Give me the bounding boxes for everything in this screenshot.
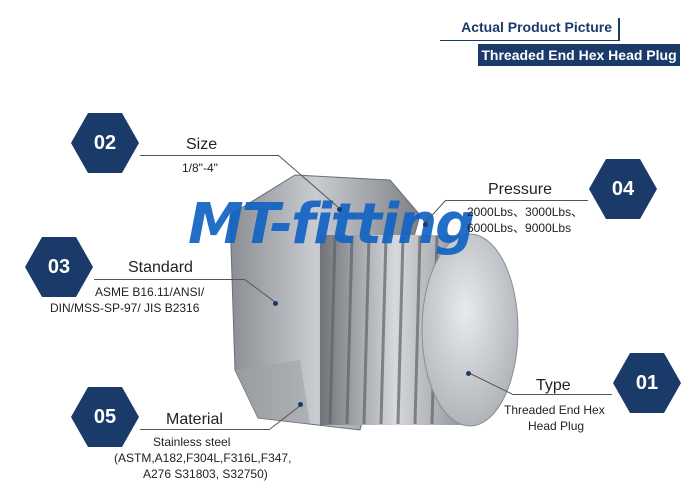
type-line-1: Threaded End Hex <box>504 403 605 417</box>
badge-01-number: 01 <box>635 372 659 394</box>
badge-03 <box>25 237 93 297</box>
leader-dot-standard <box>273 301 278 306</box>
pressure-title: Pressure <box>488 181 553 198</box>
material-line-2: (ASTM,A182,F304L,F316L,F347, <box>114 451 292 465</box>
leader-dot-size <box>337 207 342 212</box>
badge-04 <box>589 159 657 219</box>
badge-03-number: 03 <box>47 256 71 278</box>
end-face <box>421 233 519 427</box>
header-top: Actual Product Picture <box>440 18 620 41</box>
material-title: Material <box>166 411 223 428</box>
badge-05-number: 05 <box>93 406 117 428</box>
leader-diagonal-standard <box>243 278 276 303</box>
leader-diagonal-size <box>277 154 340 209</box>
leader-diagonal-material <box>269 404 302 430</box>
leader-line-size <box>140 155 278 156</box>
standard-line-1: ASME B16.11/ANSI/ <box>95 285 205 299</box>
leader-dot-material <box>298 402 303 407</box>
badge-01 <box>613 353 681 413</box>
pressure-line-2: 6000Lbs、9000Lbs <box>467 221 572 235</box>
hex-face-shadow <box>235 360 310 424</box>
size-title: Size <box>186 136 218 153</box>
standard-title: Standard <box>128 259 193 276</box>
leader-line-type <box>512 394 612 395</box>
leader-line-pressure <box>445 200 588 201</box>
leader-diagonal-type <box>468 372 513 395</box>
badge-05 <box>71 387 139 447</box>
badge-04-number: 04 <box>611 178 635 200</box>
leader-line-material <box>140 429 270 430</box>
material-line-1: Stainless steel <box>153 435 231 449</box>
leader-diagonal-pressure <box>424 199 447 224</box>
leader-line-standard <box>94 279 244 280</box>
standard-line-2: DIN/MSS-SP-97/ JIS B2316 <box>50 301 200 315</box>
leader-dot-type <box>466 371 471 376</box>
material-line-3: A276 S31803, S32750) <box>143 467 268 481</box>
leader-dot-pressure <box>423 222 428 227</box>
badge-02 <box>71 113 139 173</box>
size-value: 1/8"-4" <box>182 161 218 175</box>
badge-02-number: 02 <box>93 132 117 154</box>
header-bar: Threaded End Hex Head Plug <box>478 44 680 66</box>
header-top-title: Actual Product Picture <box>461 19 612 35</box>
type-title: Type <box>536 377 571 394</box>
pressure-line-1: 2000Lbs、3000Lbs、 <box>467 205 584 219</box>
type-line-2: Head Plug <box>528 419 585 433</box>
